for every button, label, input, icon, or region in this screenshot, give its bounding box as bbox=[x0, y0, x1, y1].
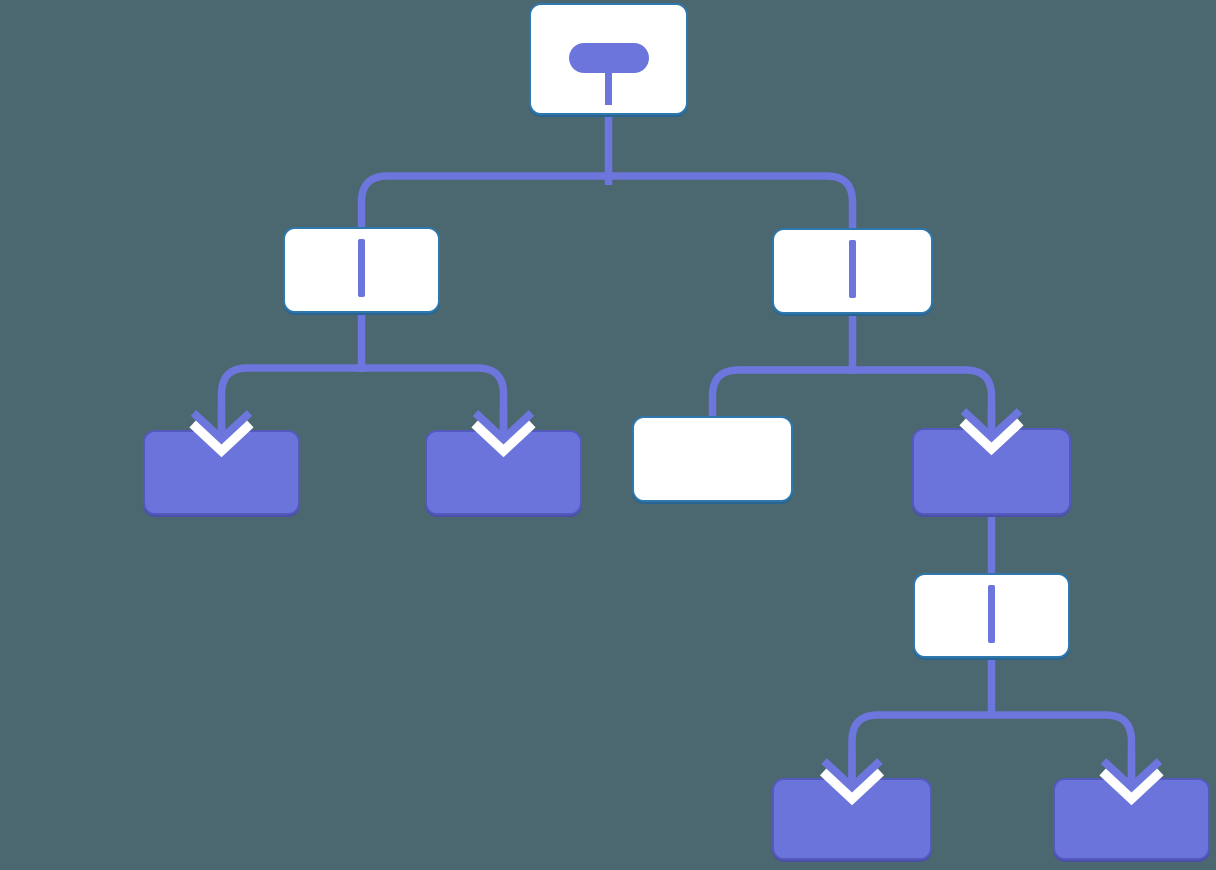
node-leaf-c[interactable] bbox=[772, 778, 932, 860]
node-branch-left[interactable] bbox=[283, 227, 440, 313]
divider-bar-icon bbox=[358, 239, 365, 297]
node-root[interactable] bbox=[529, 3, 688, 115]
pill-icon bbox=[568, 43, 649, 73]
node-child-plain[interactable] bbox=[632, 416, 793, 502]
node-leaf-d[interactable] bbox=[1053, 778, 1210, 860]
divider-bar-icon bbox=[849, 240, 856, 298]
divider-bar-icon bbox=[988, 585, 995, 643]
node-branch-right[interactable] bbox=[772, 228, 933, 314]
node-branch-bottom[interactable] bbox=[913, 573, 1070, 658]
node-child-purple[interactable] bbox=[912, 428, 1071, 515]
pill-stem-icon bbox=[605, 69, 612, 105]
node-leaf-b[interactable] bbox=[425, 430, 582, 515]
node-leaf-a[interactable] bbox=[143, 430, 300, 515]
